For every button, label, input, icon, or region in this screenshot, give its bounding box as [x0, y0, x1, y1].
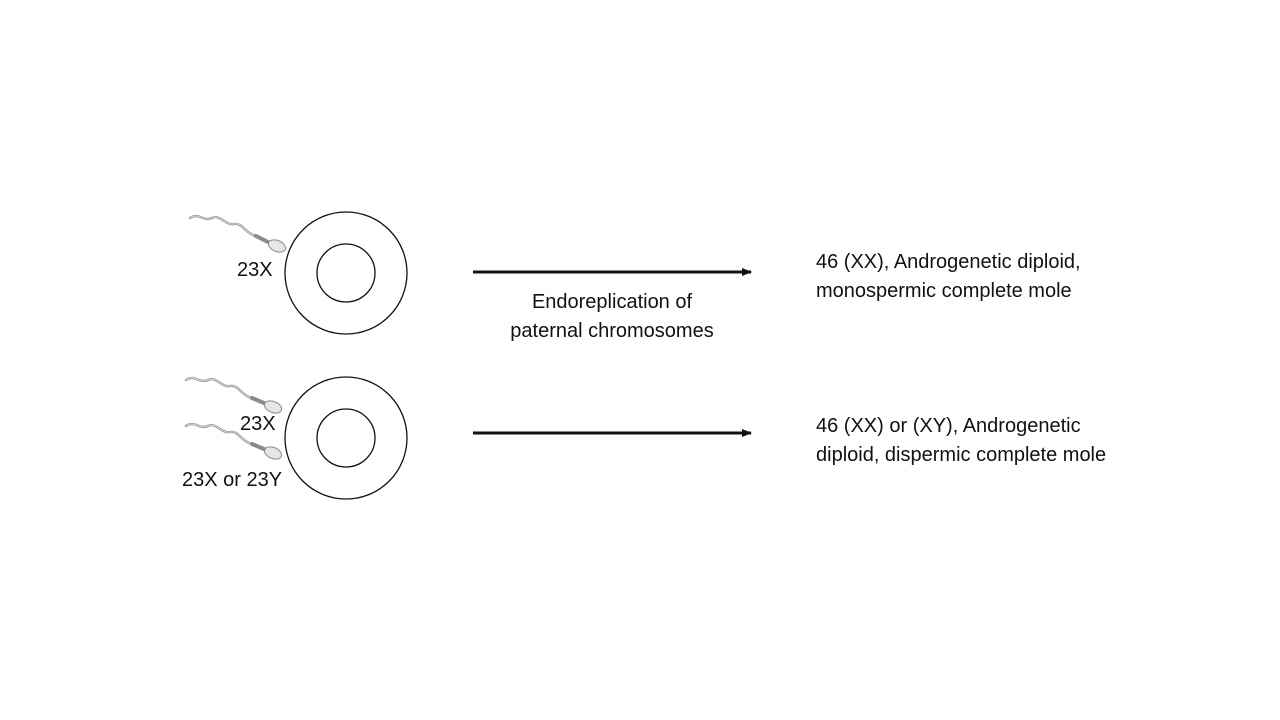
arrow-caption-line1: Endoreplication of [531, 291, 693, 313]
row2-result: 46 (XX) or (XY), Androgenetic diploid, d… [816, 412, 1106, 470]
row1-sperm-label: 23X [237, 259, 273, 281]
arrow-caption: Endoreplication of paternal chromosomes [472, 288, 752, 346]
row1-sperm-icon [188, 214, 287, 253]
row1-ovum-inner [316, 243, 376, 303]
row2-result-line1: 46 (XX) or (XY), Androgenetic [816, 415, 1081, 437]
row2-sperm-icon-1 [184, 376, 283, 414]
row2-result-line2: diploid, dispermic complete mole [816, 444, 1107, 466]
row2-sperm-label-2: 23X or 23Y [182, 469, 283, 491]
row2-sperm-label-1: 23X [240, 413, 276, 435]
row1-ovum [284, 211, 408, 335]
arrow-caption-line2: paternal chromosomes [510, 320, 714, 342]
row1-result-line2: monospermic complete mole [816, 280, 1072, 302]
row1-result-line1: 46 (XX), Androgenetic diploid, [816, 251, 1081, 273]
row2-ovum [284, 376, 408, 500]
row1-result: 46 (XX), Androgenetic diploid, monosperm… [816, 248, 1081, 306]
row2-ovum-inner [316, 408, 376, 468]
row2-sperm-icon-2 [184, 422, 283, 460]
